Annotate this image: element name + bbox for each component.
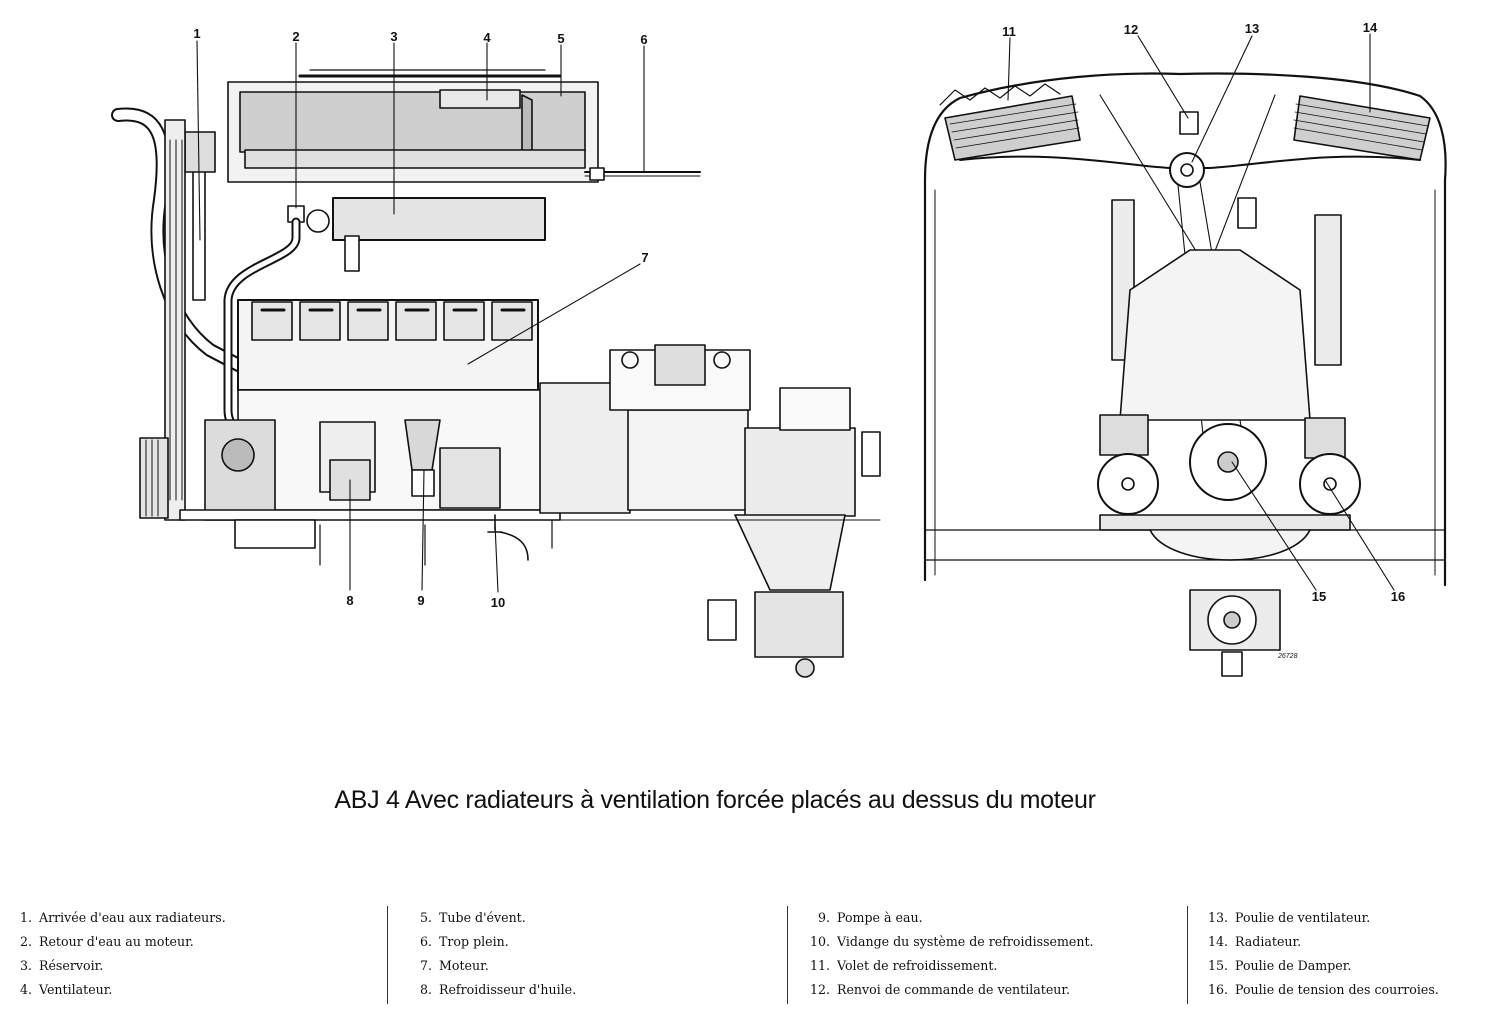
callout-14: 14 <box>1363 20 1378 35</box>
callout-11: 11 <box>1002 24 1016 39</box>
callout-5: 5 <box>557 31 564 46</box>
radiator-right-drawing <box>1293 95 1431 161</box>
legend-item: 5.Tube d'évent. <box>419 910 526 925</box>
legend-separator <box>787 906 788 1004</box>
legend-item: 15.Poulie de Damper. <box>1207 958 1352 973</box>
callout-labels: 1 2 3 4 5 6 7 8 9 10 11 12 13 14 15 16 2… <box>193 20 1405 660</box>
callout-7: 7 <box>641 250 648 265</box>
legend-column-1: 1.Arrivée d'eau aux radiateurs. 2.Retour… <box>2 906 382 1002</box>
leader-lines <box>196 33 1395 593</box>
front-view-drawing <box>923 72 1447 677</box>
callout-3: 3 <box>390 29 397 44</box>
legend-item: 11.Volet de refroidissement. <box>809 958 998 973</box>
legend-item: 1.Arrivée d'eau aux radiateurs. <box>19 910 226 925</box>
radiator-fan-casing <box>227 69 599 183</box>
legend-column-2: 5.Tube d'évent. 6.Trop plein. 7.Moteur. … <box>402 906 782 1002</box>
transmission-drawing <box>439 344 881 678</box>
figure-title: ABJ 4 Avec radiateurs à ventilation forc… <box>334 786 1096 814</box>
callout-1: 1 <box>193 26 200 41</box>
radiator-left-drawing <box>944 95 1081 161</box>
front-pulleys-drawing <box>139 119 186 521</box>
legend-item: 9.Pompe à eau. <box>817 910 923 925</box>
side-view-drawing <box>111 69 881 678</box>
legend-item: 3.Réservoir. <box>19 958 104 973</box>
callout-13: 13 <box>1245 21 1259 36</box>
callout-9: 9 <box>417 593 424 608</box>
callout-2: 2 <box>292 29 299 44</box>
legend-item: 12.Renvoi de commande de ventilateur. <box>809 982 1071 997</box>
legend-item: 16.Poulie de tension des courroies. <box>1207 982 1439 997</box>
legend-item: 7.Moteur. <box>419 958 489 973</box>
legend-column-4: 13.Poulie de ventilateur. 14.Radiateur. … <box>1198 906 1497 1002</box>
callout-10: 10 <box>491 595 505 610</box>
legend-item: 4.Ventilateur. <box>19 982 113 997</box>
callout-15: 15 <box>1312 589 1326 604</box>
reservoir-drawing <box>287 197 546 272</box>
callout-8: 8 <box>346 593 353 608</box>
callout-4: 4 <box>483 30 491 45</box>
callout-6: 6 <box>640 32 647 47</box>
legend-separator <box>1187 906 1188 1004</box>
legend-item: 2.Retour d'eau au moteur. <box>19 934 194 949</box>
legend-item: 8.Refroidisseur d'huile. <box>419 982 577 997</box>
legend: 1.Arrivée d'eau aux radiateurs. 2.Retour… <box>0 906 1497 1006</box>
drawing-reference: 26728 <box>1277 653 1298 660</box>
callout-12: 12 <box>1124 22 1138 37</box>
legend-item: 6.Trop plein. <box>419 934 509 949</box>
legend-item: 14.Radiateur. <box>1207 934 1302 949</box>
legend-separator <box>387 906 388 1004</box>
legend-item: 10.Vidange du système de refroidissement… <box>809 934 1094 949</box>
callout-16: 16 <box>1391 589 1405 604</box>
legend-item: 13.Poulie de ventilateur. <box>1207 910 1371 925</box>
legend-column-3: 9.Pompe à eau. 10.Vidange du système de … <box>800 906 1180 1002</box>
